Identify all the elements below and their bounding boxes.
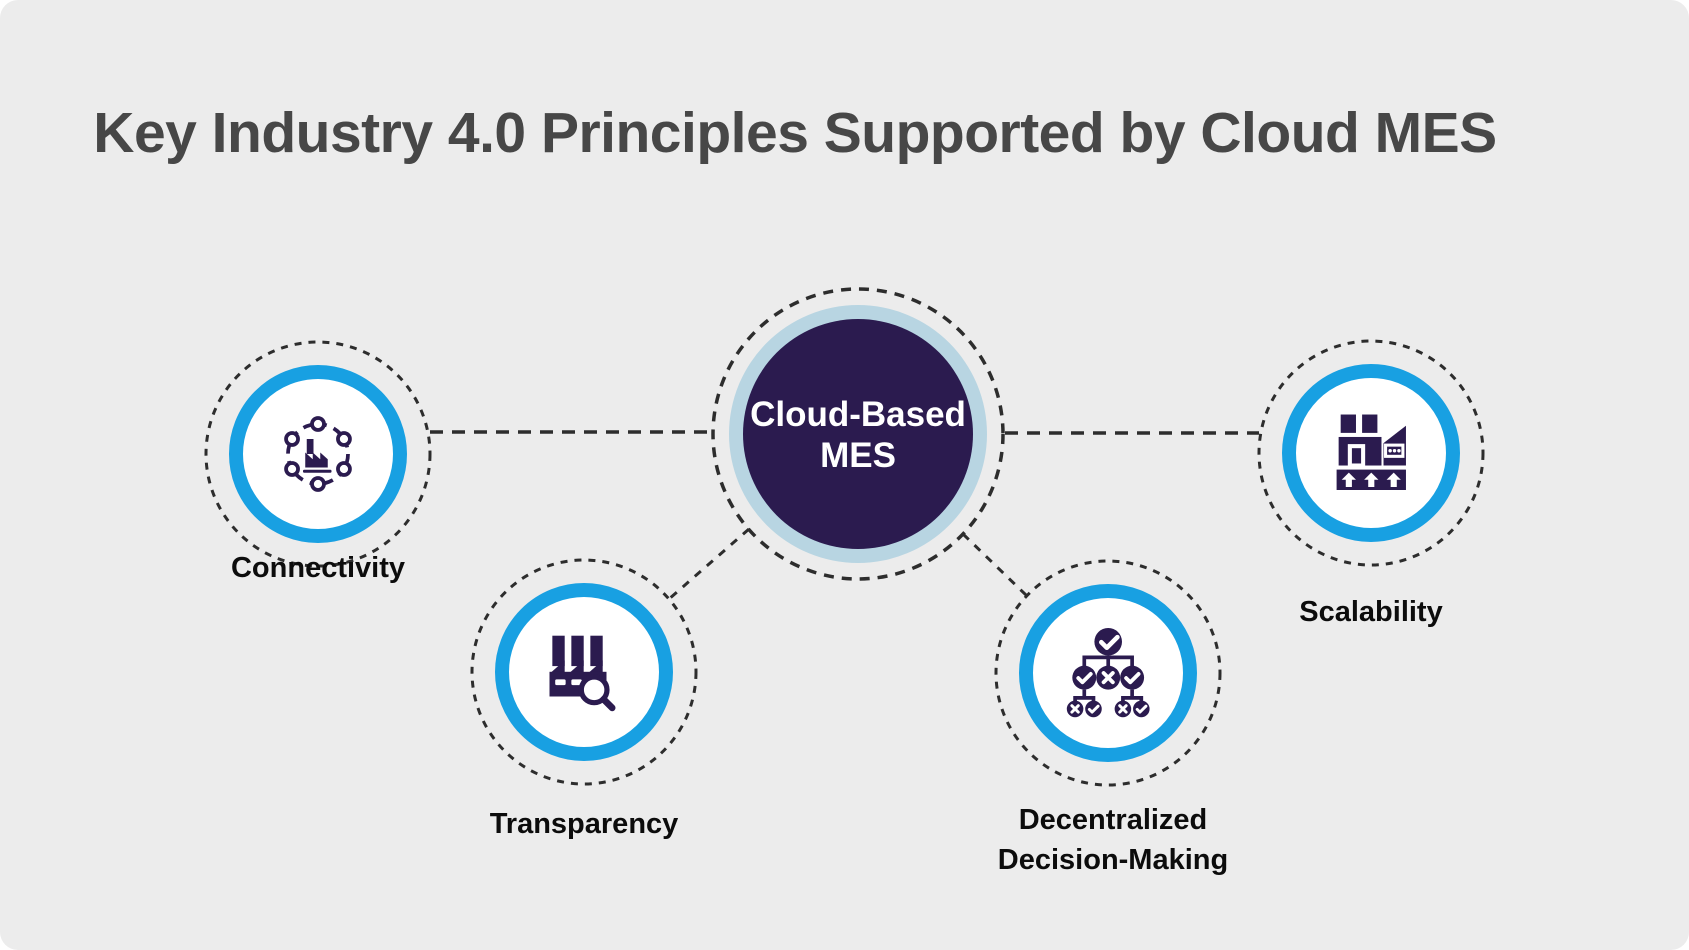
- node-transparency: [470, 558, 698, 786]
- scalability-dashed-ring: [1257, 339, 1485, 567]
- hub-label: Cloud-Based MES: [728, 394, 988, 476]
- hub-dashed-ring: [711, 287, 1005, 581]
- node-decentralized: [994, 559, 1222, 787]
- label-connectivity: Connectivity: [230, 552, 406, 584]
- hub-label-line1: Cloud-Based: [750, 395, 966, 434]
- label-decentralized-line1: Decentralized: [1018, 804, 1208, 836]
- hub-node: [711, 287, 1005, 581]
- connectivity-circle: [229, 365, 407, 543]
- hub-circle: [743, 319, 973, 549]
- node-connectivity: [204, 340, 432, 568]
- factory-scale-up-icon: [1336, 414, 1406, 490]
- label-transparency: Transparency: [489, 808, 679, 840]
- connector-hub-transparency: [668, 527, 750, 601]
- decision-hierarchy-icon: [1066, 627, 1150, 718]
- label-scalability: Scalability: [1299, 596, 1443, 628]
- connected-factory-network-icon: [284, 416, 352, 492]
- factory-magnifier-icon: [549, 635, 616, 712]
- page-title: Key Industry 4.0 Principles Supported by…: [93, 101, 1497, 165]
- label-decentralized-line2: Decision-Making: [997, 844, 1229, 876]
- label-decentralized: Decentralized Decision-Making: [913, 800, 1313, 880]
- transparency-dashed-ring: [470, 558, 698, 786]
- connector-hub-decentralized: [961, 532, 1029, 598]
- hub-label-line2: MES: [820, 436, 896, 475]
- connectivity-dashed-ring: [204, 340, 432, 568]
- decentralized-dashed-ring: [994, 559, 1222, 787]
- node-scalability: [1257, 339, 1485, 567]
